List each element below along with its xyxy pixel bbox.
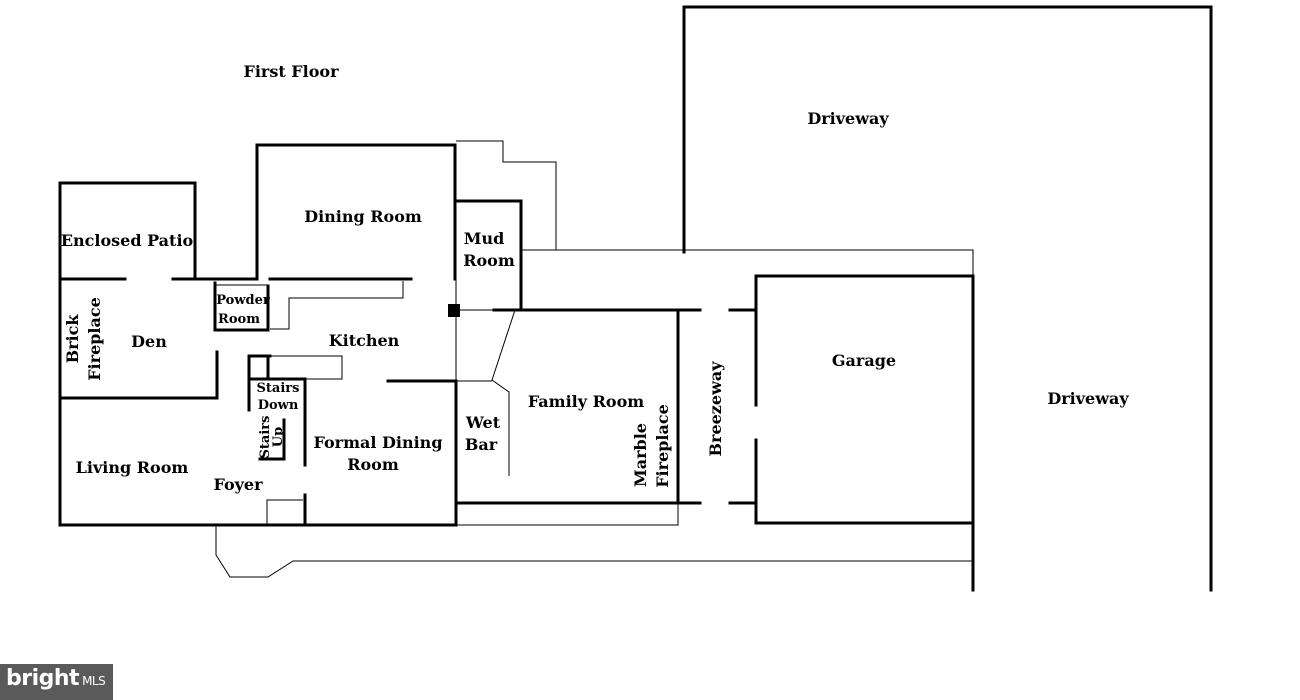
column-icon [448, 304, 460, 317]
powder-room-label-1: Powder [216, 293, 270, 308]
stairs-down-label-1: Stairs [257, 381, 300, 396]
kitchen-label: Kitchen [329, 331, 400, 350]
brick-fireplace-label-2: Fireplace [85, 297, 104, 381]
stairs-up-label-1: Stairs [258, 416, 273, 459]
watermark-suffix: MLS [82, 674, 106, 688]
stairs-down-label-2: Down [258, 398, 299, 413]
kitchen-details [270, 279, 494, 380]
marble-fireplace-label-1: Marble [631, 423, 650, 487]
driveway-outline [682, 5, 1213, 592]
enclosed-patio-label: Enclosed Patio [61, 231, 194, 250]
family-room-walls [454, 308, 757, 505]
dining-room-walls [255, 143, 457, 281]
exterior-outline [215, 140, 974, 578]
den-label: Den [131, 332, 167, 351]
stairs-up-label-2: Up [271, 427, 286, 447]
mud-room-label-1: Mud [464, 229, 505, 248]
watermark-brand: bright [6, 666, 80, 691]
den-living-walls [58, 277, 458, 527]
brick-fireplace-label-1: Brick [63, 314, 82, 364]
breezeway-label: Breezeway [706, 361, 725, 457]
wet-bar-label-2: Bar [465, 435, 498, 454]
formal-dining-label-1: Formal Dining [313, 433, 442, 452]
foyer-label: Foyer [213, 475, 263, 494]
formal-dining-label-2: Room [347, 455, 399, 474]
formal-dining-walls [303, 379, 458, 527]
powder-room-label-2: Room [218, 312, 260, 327]
garage-walls [754, 274, 975, 525]
plan-title: First Floor [243, 62, 339, 81]
powder-room-walls [193, 277, 270, 332]
enclosed-patio-walls [58, 181, 197, 281]
driveway-top-label: Driveway [807, 109, 889, 128]
dining-room-label: Dining Room [304, 207, 422, 226]
living-room-label: Living Room [76, 458, 189, 477]
driveway-right-label: Driveway [1047, 389, 1129, 408]
wet-bar-label-1: Wet [465, 413, 501, 432]
garage-label: Garage [832, 351, 896, 370]
marble-fireplace-label-2: Fireplace [653, 404, 672, 488]
family-room-label: Family Room [528, 392, 644, 411]
stairs-walls [247, 354, 307, 467]
foyer-closet [266, 499, 303, 525]
mud-room-label-2: Room [463, 251, 515, 270]
